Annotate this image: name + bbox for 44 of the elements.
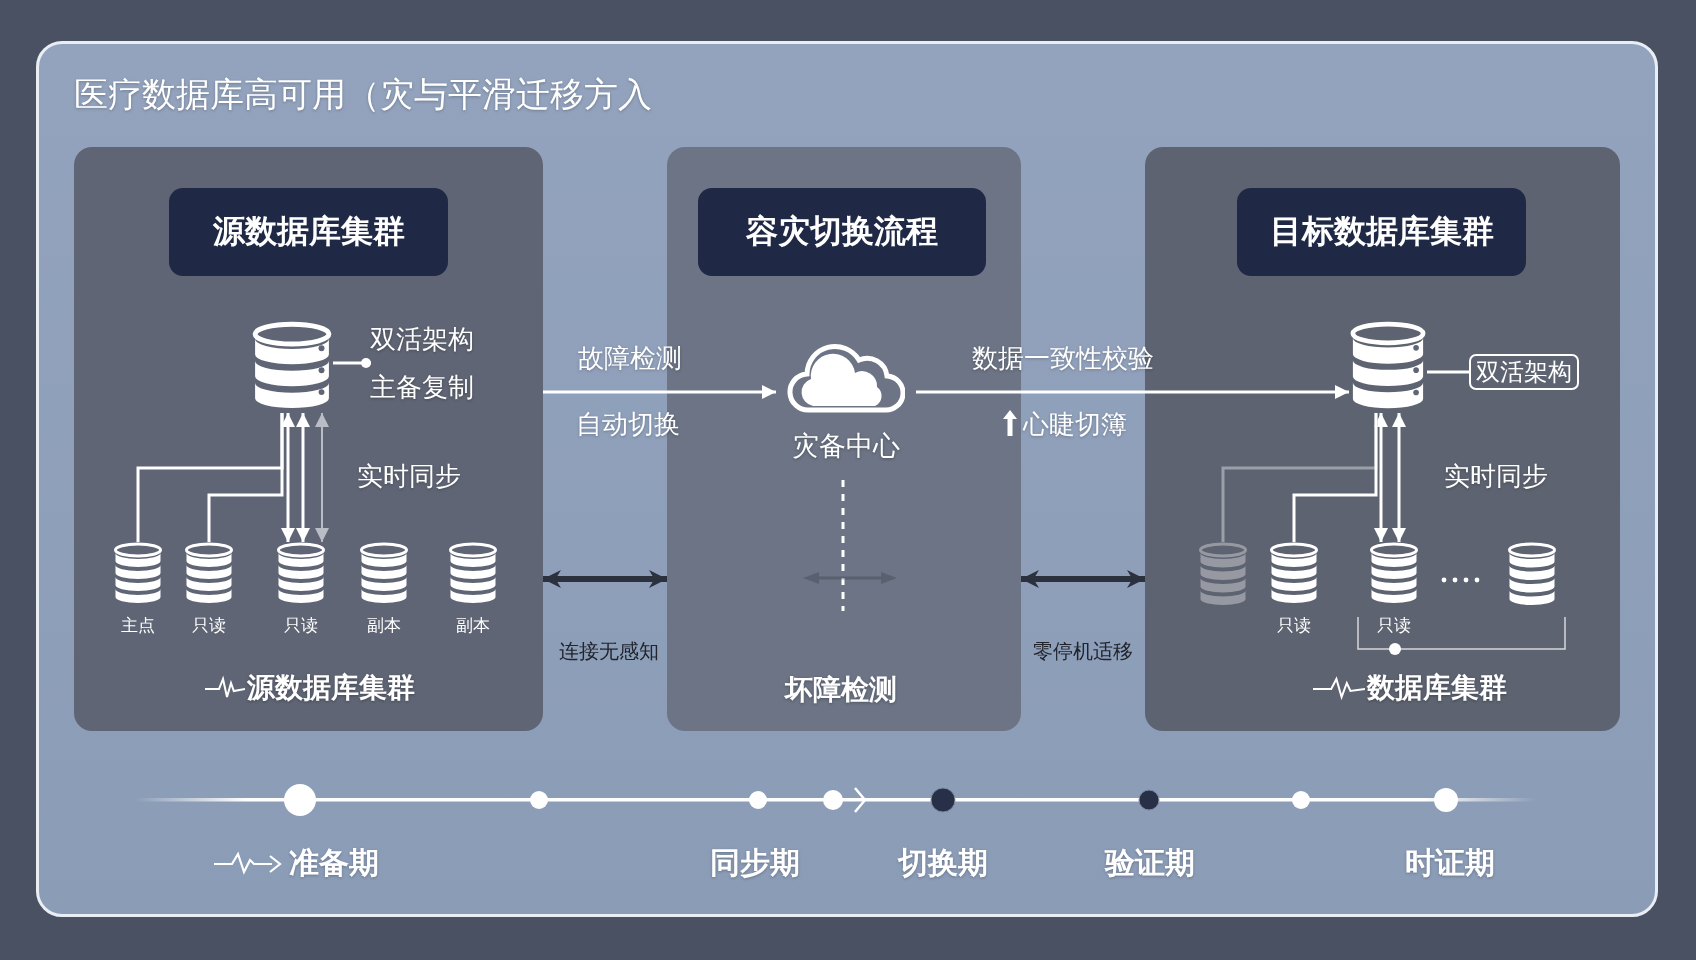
text-label: 验证期 xyxy=(1105,843,1195,882)
text-label: 时证期 xyxy=(1405,843,1495,882)
text-label: 实时同步 xyxy=(357,459,461,493)
arrow xyxy=(281,413,295,542)
db-label: 副本 xyxy=(456,614,490,637)
db-label: 主点 xyxy=(121,614,155,637)
side-label: 主备复制 xyxy=(370,371,474,404)
panel-header: 源数据库集群 xyxy=(169,188,448,276)
arrow xyxy=(296,413,310,542)
connector-line xyxy=(1292,413,1378,542)
text-label: 同步期 xyxy=(710,843,800,882)
edge-label: 故障检测 xyxy=(578,341,682,375)
text-label: 切换期 xyxy=(898,843,988,882)
text-label: 准备期 xyxy=(289,843,379,882)
arrow xyxy=(543,570,667,588)
arrow xyxy=(315,412,329,543)
text-label: 实时同步 xyxy=(1444,459,1548,493)
arrow xyxy=(1392,413,1406,542)
db-label: 只读 xyxy=(1277,614,1311,637)
diagram-title: 医疗数据库高可用（灾与平滑迁移方入 xyxy=(74,73,652,116)
connector-line xyxy=(207,413,284,542)
arrow xyxy=(1374,413,1388,542)
text-label: 零停机适移 xyxy=(1033,637,1133,665)
text-label: 自动切换 xyxy=(576,407,680,441)
panel-caption: 数据库集群 xyxy=(1367,670,1507,706)
panel-caption: 坏障检测 xyxy=(785,672,897,708)
db-label: 副本 xyxy=(367,614,401,637)
arrow xyxy=(543,385,776,399)
panel-caption: 源数据库集群 xyxy=(247,670,415,706)
connector-line xyxy=(1427,370,1469,374)
side-label: 双活架构 xyxy=(370,323,474,356)
node-label: 灾备中心 xyxy=(792,429,900,463)
label-tag: 双活架构 xyxy=(1469,354,1579,390)
panel-header: 容灾切换流程 xyxy=(698,188,986,276)
arrow xyxy=(1021,570,1145,588)
text-label: 连接无感知 xyxy=(559,637,659,665)
arrow xyxy=(916,385,1349,399)
cluster-panel xyxy=(74,147,543,731)
text-label: 心睫切簿 xyxy=(1023,407,1127,441)
db-label: 只读 xyxy=(284,614,318,637)
db-label: 只读 xyxy=(1377,614,1411,637)
leader-line xyxy=(333,358,371,368)
db-label: 只读 xyxy=(192,614,226,637)
panel-header: 目标数据库集群 xyxy=(1237,188,1526,276)
